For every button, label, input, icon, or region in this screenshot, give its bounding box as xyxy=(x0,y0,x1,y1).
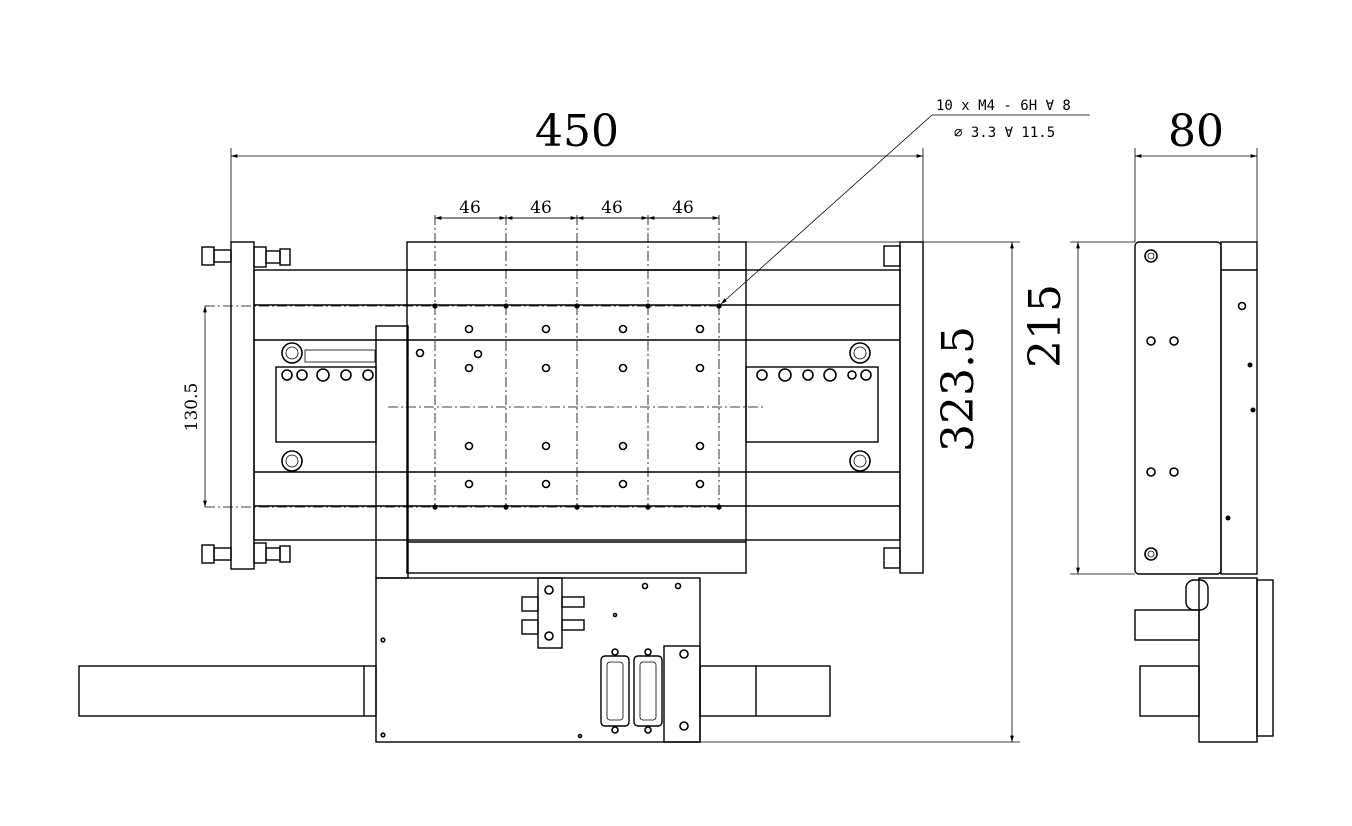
dimension-overall-height: 323.5 xyxy=(700,241,1020,743)
bracket-screw-top xyxy=(679,649,689,659)
right-end-plate xyxy=(899,241,924,574)
right-stop-top xyxy=(883,245,901,267)
connector-right xyxy=(633,648,663,734)
left-adjuster-top xyxy=(201,246,291,268)
dim-pitch-3: 46 xyxy=(601,198,623,218)
callout-line-2: ∅ 3.3 ∀ 11.5 xyxy=(954,125,1055,141)
valve-left-bottom xyxy=(521,619,539,635)
right-bolt-row xyxy=(756,368,872,382)
side-upper-motor xyxy=(1134,609,1200,641)
left-end-plate xyxy=(230,241,255,570)
dim-pitch-4: 46 xyxy=(672,198,694,218)
left-adjuster-bottom xyxy=(201,542,291,564)
side-clamp xyxy=(1185,579,1209,611)
side-lower-motor xyxy=(1139,665,1200,717)
valve-hole-1 xyxy=(544,585,554,595)
valve-hole-2 xyxy=(544,631,554,641)
dim-130-5-label: 130.5 xyxy=(182,383,202,432)
hole-callout: 10 x M4 - 6H ∀ 8 ∅ 3.3 ∀ 11.5 xyxy=(720,98,1090,305)
bracket-screw-bottom xyxy=(679,721,689,731)
dim-80-label: 80 xyxy=(1168,106,1224,157)
m4-holes xyxy=(432,303,722,510)
callout-line-1: 10 x M4 - 6H ∀ 8 xyxy=(936,98,1071,114)
side-view xyxy=(1134,241,1274,743)
dimension-side-width: 80 xyxy=(1134,106,1258,242)
right-motor-body xyxy=(699,665,831,717)
dim-323-5-label: 323.5 xyxy=(933,326,984,452)
right-stop-bottom xyxy=(883,547,901,569)
dimension-hole-spacing: 130.5 xyxy=(182,306,207,507)
rail-counterbores xyxy=(281,342,871,472)
left-motor-body xyxy=(78,665,377,717)
side-body xyxy=(1134,241,1222,575)
left-bolt-row xyxy=(281,368,374,382)
carriage-holes xyxy=(415,324,705,489)
side-edge-plate xyxy=(1256,579,1274,737)
dim-pitch-1: 46 xyxy=(459,198,481,218)
dim-450-label: 450 xyxy=(535,106,619,157)
valve-left-top xyxy=(521,596,539,612)
dimension-pitch: 46 46 46 46 xyxy=(435,198,719,220)
dimension-overall-width: 450 xyxy=(230,106,924,242)
side-rail-hole xyxy=(1237,301,1247,311)
dimension-side-height: 215 xyxy=(1020,241,1135,575)
connector-left xyxy=(600,648,630,734)
front-view xyxy=(78,215,924,743)
valve-block xyxy=(537,577,563,649)
motor-bracket xyxy=(663,645,701,743)
fitting-top xyxy=(561,596,585,608)
dim-pitch-2: 46 xyxy=(530,198,552,218)
dim-215-label: 215 xyxy=(1020,284,1071,368)
fitting-bottom xyxy=(561,619,585,631)
side-body-holes xyxy=(1144,249,1256,561)
left-sensor-bar xyxy=(304,349,376,363)
plate-small-holes xyxy=(380,582,682,739)
side-rail xyxy=(1220,241,1258,575)
carriage-table xyxy=(406,241,747,574)
